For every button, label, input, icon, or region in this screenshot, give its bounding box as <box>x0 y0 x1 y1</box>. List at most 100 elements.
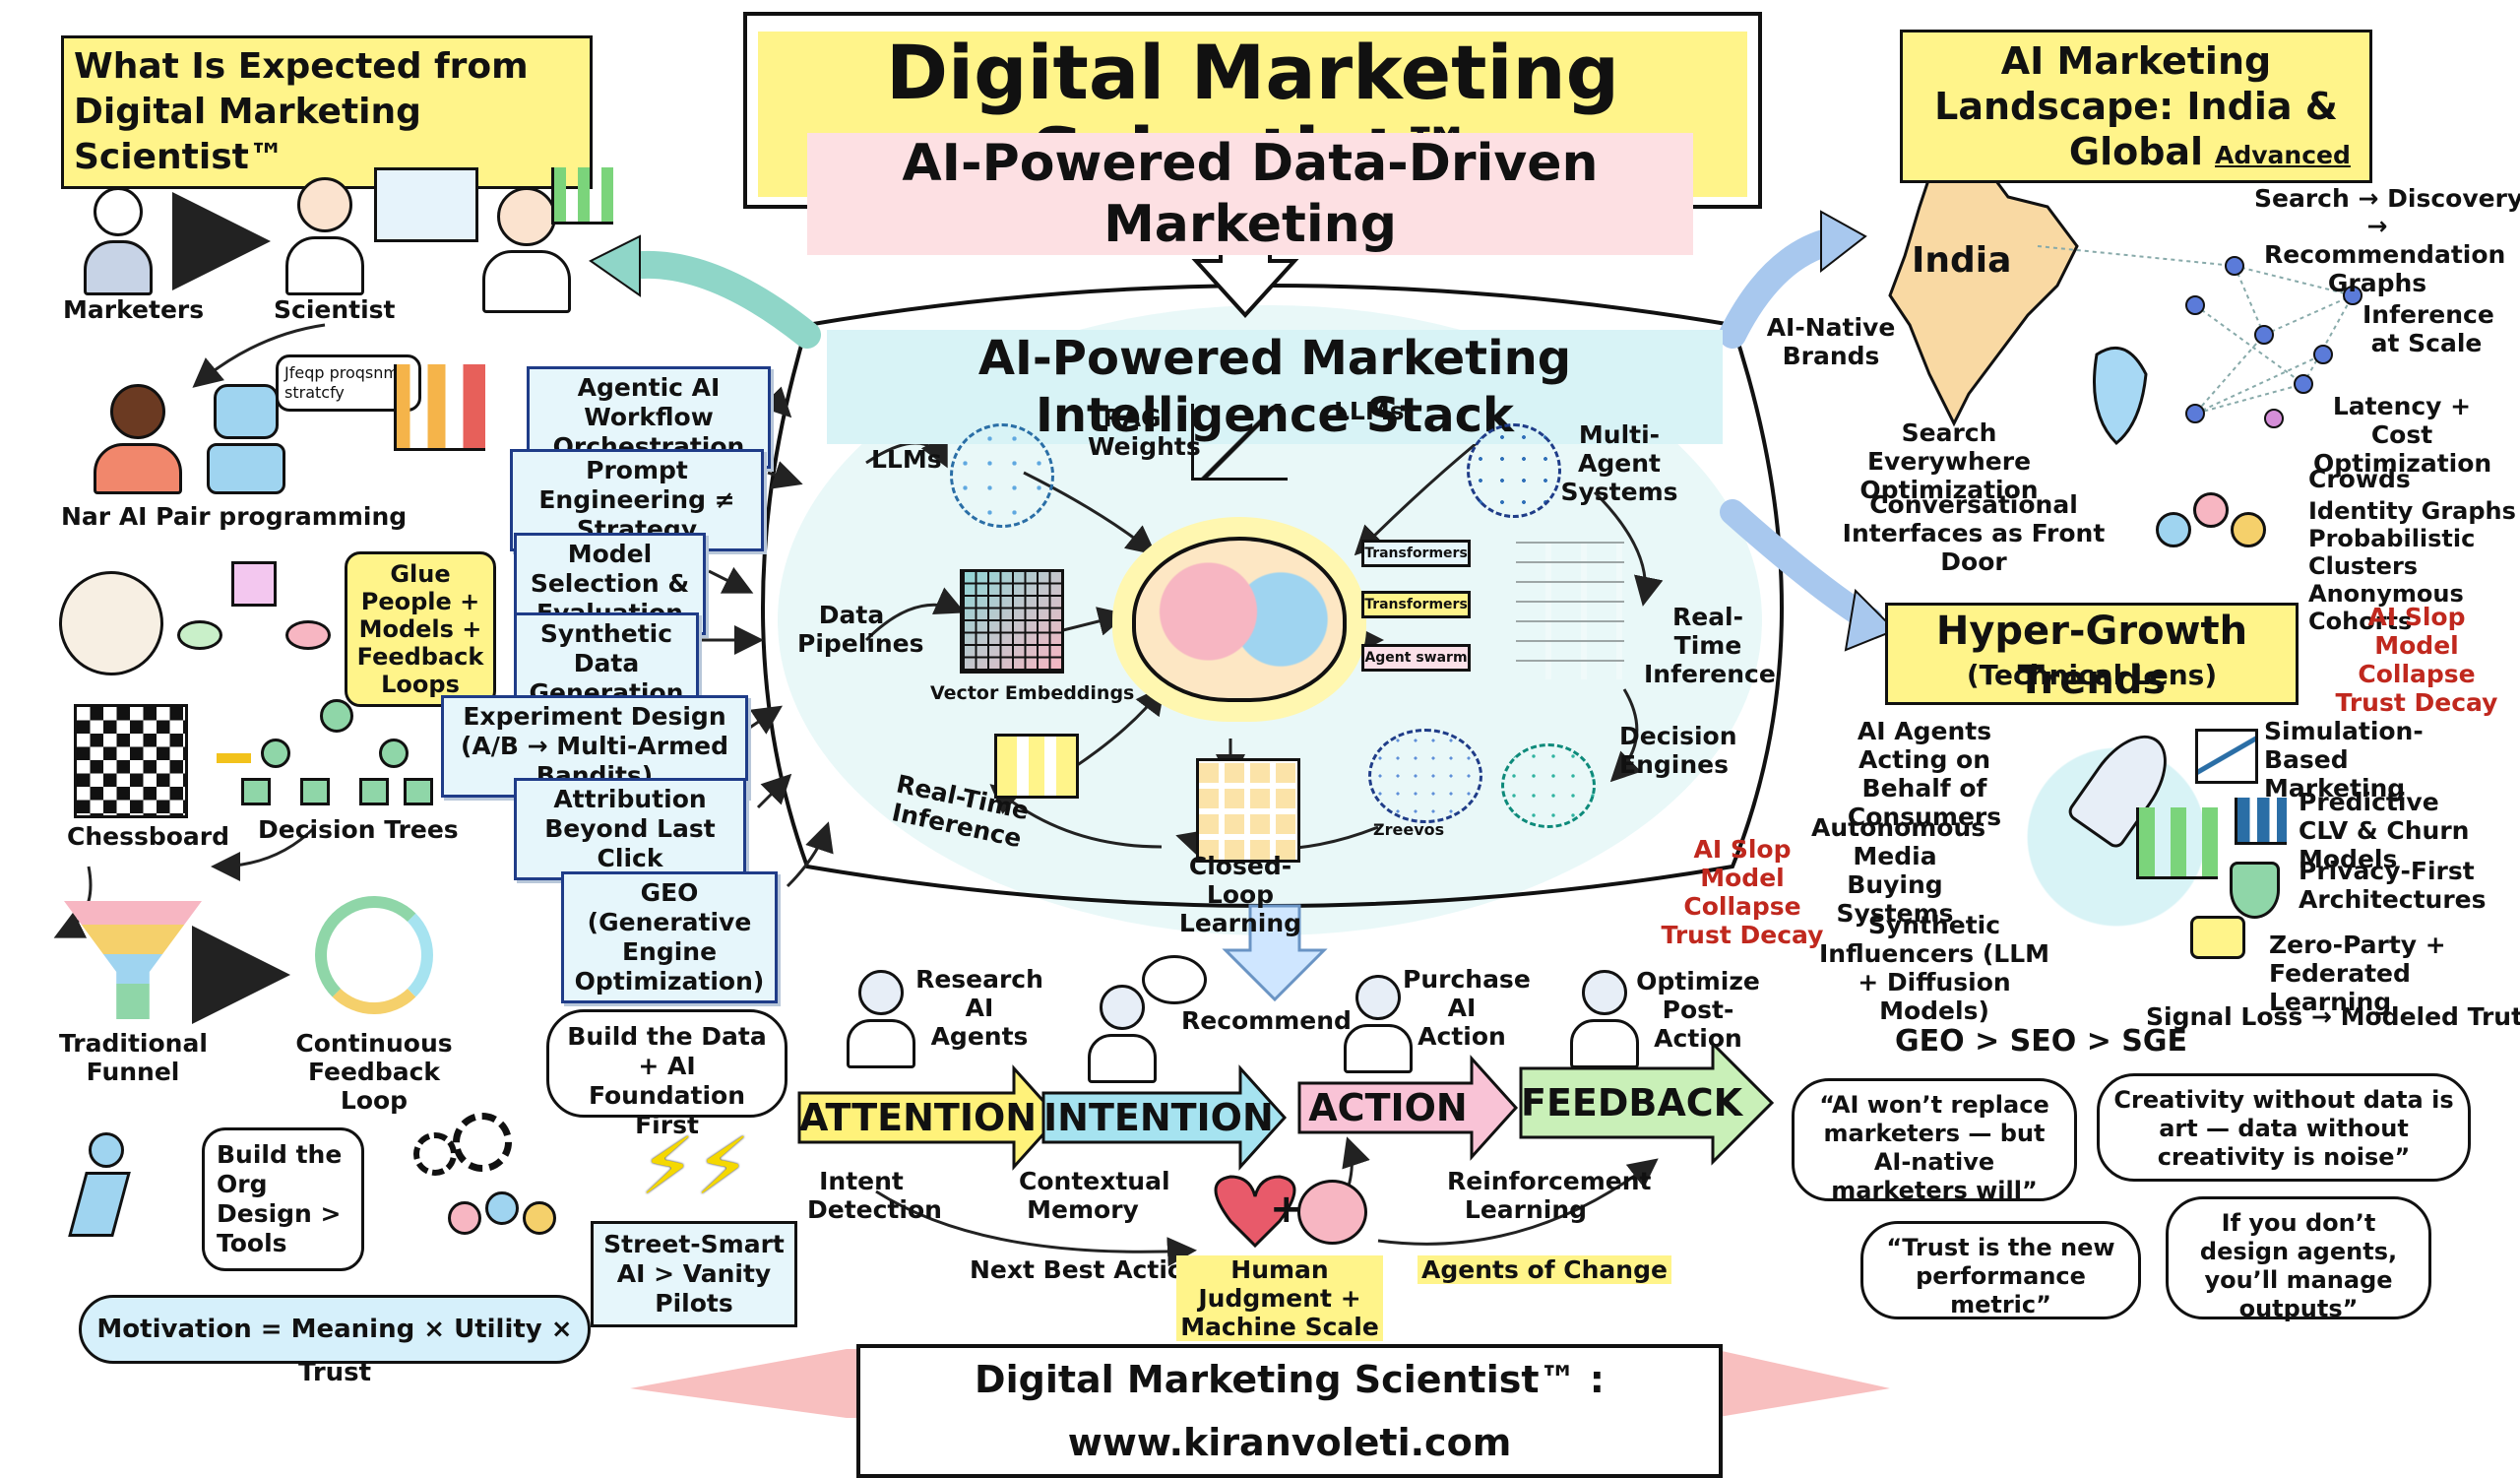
street-smart-box: Street-Smart AI > Vanity Pilots <box>591 1221 797 1327</box>
trends-slop-warning: AI Slop Model Collapse Trust Decay <box>2323 603 2510 717</box>
trend-privacy-first: Privacy-First Architectures <box>2299 857 2487 914</box>
step-feedback: FEEDBACK <box>1521 1081 1743 1125</box>
growth-chart-small-icon <box>994 734 1079 799</box>
brain-small-icon <box>1297 1180 1367 1245</box>
chat-icon <box>2190 916 2245 959</box>
trends-subheading: (Technical Lens) <box>1966 659 2218 691</box>
data-pipelines-label: Data Pipelines <box>797 601 924 658</box>
signal-loss-label: Signal Loss → Modeled Truth <box>2146 1002 2520 1031</box>
marketer-icon <box>84 187 153 295</box>
trends-slop-2: Model Collapse <box>2358 631 2476 688</box>
growth-bars-icon <box>2136 807 2218 879</box>
decision-engines-label: Decision Engines <box>1619 722 1737 779</box>
quote-agents: If you don’t design agents, you’ll manag… <box>2166 1196 2431 1322</box>
marketers-label: Marketers <box>63 295 205 324</box>
swarm-network-icon <box>1368 729 1482 823</box>
feedback-loop-label: Continuous Feedback Loop <box>295 1029 453 1115</box>
llm-neural-net-icon <box>950 423 1054 528</box>
bar-chart-icon <box>551 167 613 225</box>
advanced-label: Advanced <box>2215 141 2351 169</box>
stack-slop-2: Model Collapse <box>1683 864 1801 921</box>
growth-chart-icon <box>394 364 485 451</box>
attention-arrow <box>797 1064 1061 1171</box>
search-discovery-label: Search → Discovery <box>2254 184 2520 213</box>
motivation-bubble: Motivation = Meaning × Utility × Trust <box>79 1295 591 1387</box>
india-map <box>1888 146 2079 427</box>
crowd-item: Probabilistic Clusters <box>2308 525 2476 580</box>
trends-heading-box <box>1885 603 2299 705</box>
arrow-to-left <box>616 250 821 349</box>
trend-simulation: Simulation-Based Marketing <box>2264 717 2424 803</box>
feedback-loop-icon <box>315 896 433 1014</box>
contextual-memory-label: Contextual Memory <box>1019 1167 1170 1224</box>
skill-attribution: Attribution Beyond Last Click <box>514 778 746 880</box>
trend-ai-agents: AI Agents Acting on Behalf of Consumers <box>1847 717 2002 831</box>
stack-title: AI-Powered Marketing Intelligence Stack <box>827 330 1723 444</box>
multi-agent-icon <box>1467 423 1561 518</box>
gears-icon <box>413 1113 532 1211</box>
scientist-woman-icon <box>482 187 571 315</box>
brain-icon <box>1132 537 1347 702</box>
crowd-items-list: Identity Graphs Probabilistic Clusters A… <box>2308 497 2520 635</box>
trends-heading: Hyper-Growth Trends <box>1935 609 2248 703</box>
agent-swarm-box: Agent swarm <box>1361 644 1471 672</box>
llms-left-label: LLMs <box>871 445 942 474</box>
glue-note: Glue People + Models + Feedback Loops <box>345 551 496 707</box>
decision-engine-icon <box>1501 743 1596 828</box>
ai-native-label: AI-Native Brands <box>1766 313 1896 370</box>
latency-label: Latency + Cost Optimization <box>2313 392 2492 478</box>
pair-programmer-icon <box>94 384 182 494</box>
intention-arrow <box>1041 1064 1288 1171</box>
human-judgment-label: Human Judgment + Machine Scale <box>1176 1255 1383 1341</box>
transformers-box-1: Transformers <box>1361 540 1471 567</box>
stack-outline <box>761 284 1784 908</box>
quote-ai-native: “AI won’t replace marketers — but AI-nat… <box>1792 1078 2077 1204</box>
footer-box: Digital Marketing Scientist™ : www.kiran… <box>856 1344 1723 1478</box>
trends-slop-1: AI Slop <box>2367 603 2466 631</box>
skill-geo: GEO (Generative Engine Optimization) <box>561 871 778 1003</box>
left-heading: What Is Expected from Digital Marketing … <box>61 35 593 189</box>
decision-trees-label: Decision Trees <box>258 815 459 844</box>
trend-media-buying: Autonomous Media Buying Systems <box>1811 813 1986 928</box>
process-diagram-icon <box>177 561 331 670</box>
plus-sign: + <box>1270 1187 1303 1232</box>
search-everywhere-label: Search Everywhere Optimization <box>1859 418 2039 504</box>
shield-icon <box>2230 862 2280 919</box>
zreevos-label: Zreevos <box>1373 820 1445 839</box>
funnel-label: Traditional Funnel <box>59 1029 208 1086</box>
reinforcement-learning-label: Reinforcement Learning <box>1447 1167 1652 1224</box>
skill-prompt-engineering: Prompt Engineering ≠ Strategy <box>510 449 764 551</box>
trends-slop-3: Trust Decay <box>2335 688 2498 717</box>
trend-zero-party: Zero-Party + Federated Learning <box>2269 931 2446 1016</box>
optimize-label: Optimize Post-Action <box>1636 967 1760 1053</box>
robot-icon <box>207 384 285 494</box>
crowd-icon <box>2156 492 2266 571</box>
line-chart-icon <box>2195 729 2258 784</box>
brain-head-icon <box>59 571 163 675</box>
llms-right-label: LLMs <box>1334 397 1405 425</box>
india-label: India <box>1912 240 2012 281</box>
team-icon <box>448 1191 556 1251</box>
landscape-heading: AI Marketing Landscape: India & Global <box>1900 30 2372 183</box>
recommendation-label: → Recommendation Graphs <box>2264 212 2506 297</box>
step-action: ACTION <box>1308 1086 1468 1129</box>
arrow-to-right <box>1719 227 1845 349</box>
step-attention: ATTENTION <box>799 1096 1038 1139</box>
build-foundation-bubble: Build the Data + AI Foundation First <box>546 1009 788 1139</box>
stack-slop-warning: AI Slop Model Collapse Trust Decay <box>1654 835 1831 949</box>
optimize-agent-icon <box>1570 970 1639 1068</box>
vector-embeddings-label: Vector Embeddings <box>930 682 1135 704</box>
inference-label: Inference at Scale <box>2362 300 2494 357</box>
chessboard-label: Chessboard <box>67 822 230 851</box>
scientist-icon <box>285 177 364 295</box>
screen-panels-icon <box>374 167 478 242</box>
decision-tree-icon <box>241 699 433 807</box>
speech-bubble-icon <box>1142 955 1207 1004</box>
transformers-box-2: Transformers <box>1361 591 1471 618</box>
page-subtitle: AI-Powered Data-Driven Marketing <box>807 133 1693 255</box>
multi-agent-label: Multi-Agent Systems <box>1560 420 1678 506</box>
lightning-icon: ⚡⚡ <box>640 1121 751 1212</box>
agents-of-change-label: Agents of Change <box>1418 1255 1671 1284</box>
step-intention: INTENTION <box>1043 1096 1274 1139</box>
pair-programming-label: Nar AI Pair programming <box>61 502 408 531</box>
